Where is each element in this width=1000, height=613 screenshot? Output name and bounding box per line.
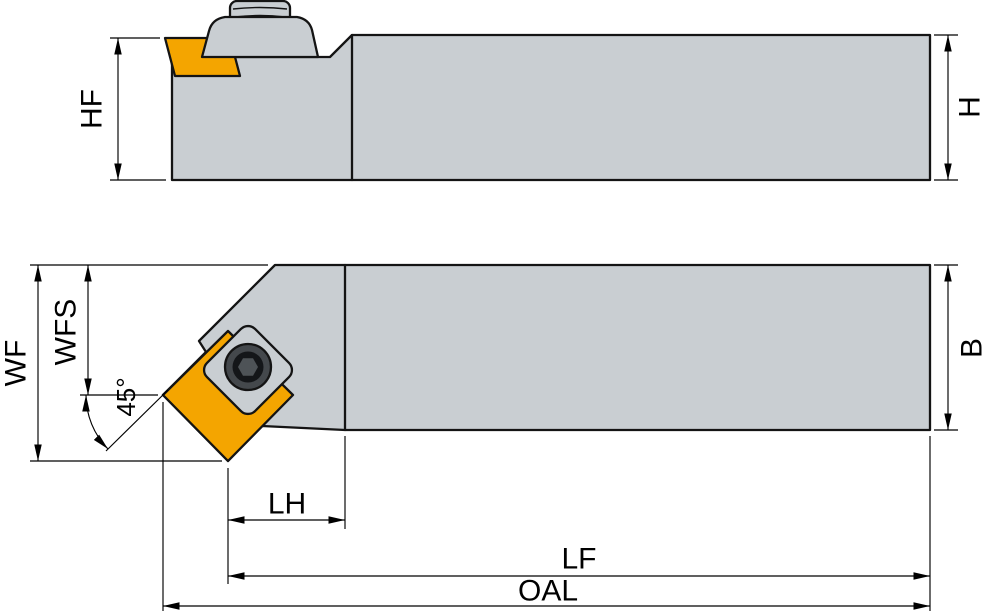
dim-angle-label: 45°: [111, 377, 141, 416]
dim-lf-label: LF: [561, 543, 596, 576]
dim-h-label: H: [954, 96, 987, 118]
side-view-clamp: [200, 15, 320, 59]
dim-wf-label: WF: [0, 340, 33, 387]
plan-view: [161, 263, 932, 463]
side-view-dimensions: HF H: [76, 34, 987, 181]
dim-b-label: B: [956, 338, 989, 358]
screw-hex-socket-icon: [238, 358, 258, 376]
dim-lh-label: LH: [268, 488, 306, 521]
dim-oal-label: OAL: [518, 575, 578, 608]
dim-hf-label: HF: [76, 89, 109, 129]
plan-view-dimensions: WF WFS 45° LH LF OAL B: [0, 264, 989, 611]
dim-angle-arc: [82, 394, 109, 450]
dim-wfs-label: WFS: [50, 299, 83, 366]
side-view: [163, 0, 932, 182]
dim-angle-ray: [105, 389, 169, 452]
